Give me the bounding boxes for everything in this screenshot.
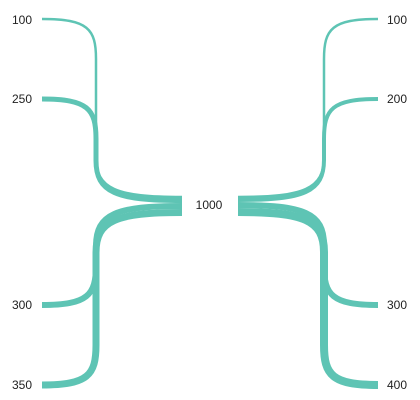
right-flow-link-3 (237, 208, 379, 389)
left-flow-link-1 (41, 96, 183, 203)
left-label-3: 350 (12, 378, 32, 392)
right-label-3: 400 (387, 378, 407, 392)
flow-links (41, 17, 379, 389)
flow-labels: 100 250 300 350 1000 100 200 300 400 (12, 13, 407, 392)
right-label-1: 200 (387, 92, 407, 106)
left-label-0: 100 (12, 13, 32, 27)
left-label-2: 300 (12, 298, 32, 312)
left-label-1: 250 (12, 92, 32, 106)
left-flow-link-0 (41, 17, 183, 199)
right-label-2: 300 (387, 298, 407, 312)
right-label-0: 100 (387, 13, 407, 27)
right-flow-link-0 (237, 17, 379, 199)
center-label: 1000 (196, 198, 223, 212)
left-flow-link-3 (41, 209, 183, 389)
right-flow-link-1 (237, 97, 379, 202)
